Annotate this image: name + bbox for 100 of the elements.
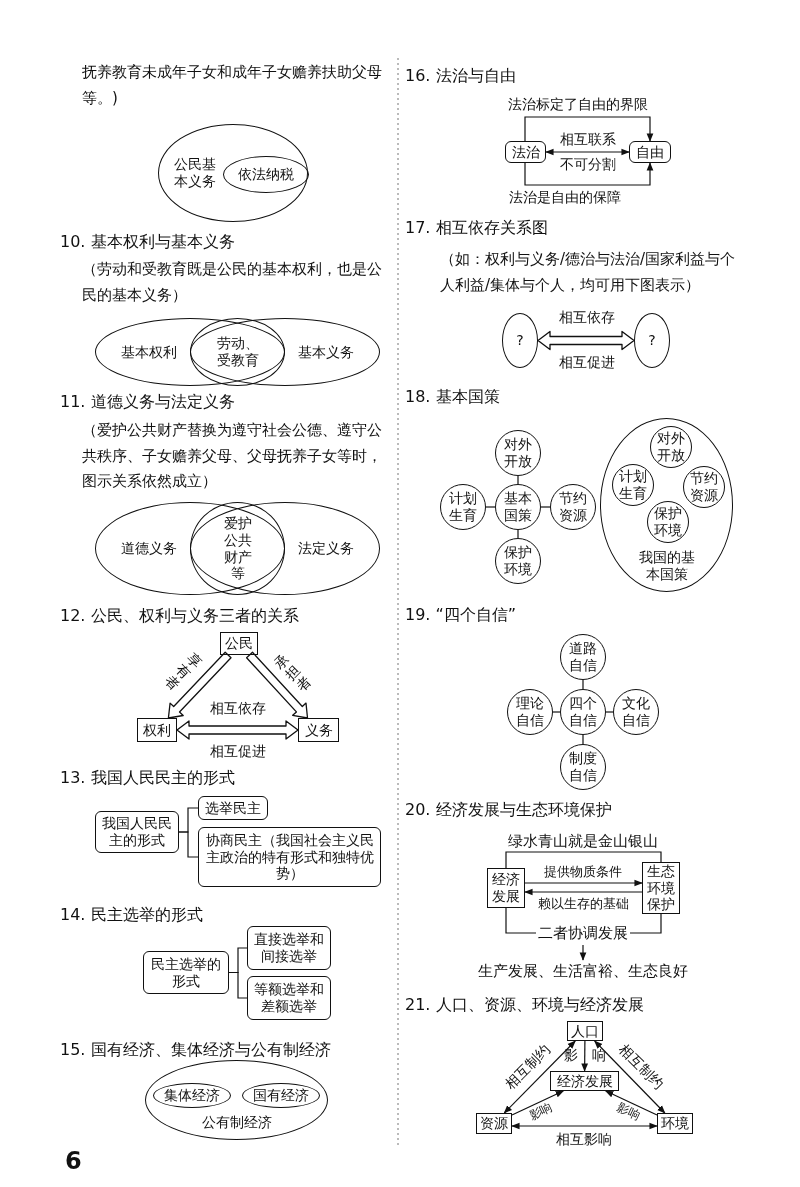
node-text: 协商民主（我国社会主义民主政治的特有形式和独特优势）: [204, 831, 375, 883]
section-heading: 18. 基本国策: [405, 387, 500, 408]
connector-line: [517, 529, 519, 539]
connector-line: [517, 475, 519, 485]
node-text: 道德义务: [121, 540, 177, 557]
node-text: 国有经济: [253, 1087, 309, 1104]
section-heading: 13. 我国人民民主的形式: [60, 768, 235, 789]
concept-box: [95, 811, 179, 853]
arrow: [579, 944, 587, 961]
node-text: 依法纳税: [238, 166, 294, 183]
node-text: ?: [648, 332, 656, 349]
connector-line: [228, 971, 248, 999]
arrow: [524, 888, 643, 896]
concept-box: [247, 976, 331, 1020]
node-text: 四个自信: [568, 695, 598, 729]
arrow: [524, 116, 654, 142]
node-text: 等额选举和差额选举: [253, 981, 325, 1015]
concept-box: [220, 632, 258, 655]
relation-label: 相互促进: [210, 741, 266, 761]
concept-box: [629, 141, 671, 163]
concept-box: [143, 951, 229, 994]
edge-label: 相互联系: [558, 132, 618, 148]
hollow-arrow: [176, 720, 299, 740]
concept-box: [505, 141, 546, 163]
node-text: 制度自信: [568, 750, 598, 784]
node-text: 计划生育: [448, 490, 478, 524]
node-text: 集体经济: [164, 1087, 220, 1104]
node-text: 义务: [304, 721, 333, 739]
node-text: 经济发展: [556, 1072, 613, 1090]
arrow: [594, 1040, 666, 1114]
concept-box: [137, 718, 177, 742]
section-heading: 21. 人口、资源、环境与经济发展: [405, 995, 644, 1016]
arrow: [524, 162, 654, 186]
venn-ellipse: [190, 502, 380, 595]
concept-box: [198, 827, 381, 887]
connector-line: [605, 711, 614, 713]
hollow-arrow: [245, 651, 309, 719]
node-text: 基本国策: [503, 490, 533, 524]
section-heading: 11. 道德义务与法定义务: [60, 392, 235, 413]
node-text: 我国的基本国策: [637, 549, 696, 583]
concept-box: [550, 1071, 619, 1091]
note-text: 抚养教育未成年子女和成年子女赡养扶助父母等。): [82, 62, 383, 109]
node-text: 对外开放: [503, 436, 533, 470]
concept-box: [247, 926, 331, 970]
note-text: （劳动和受教育既是公民的基本权利，也是公民的基本义务）: [82, 259, 383, 306]
relation-label: 不可分割: [560, 154, 616, 174]
edge-label: 绿水青山就是金山银山: [506, 832, 660, 850]
node-text: 节约资源: [558, 490, 588, 524]
node-text: 公民基本义务: [173, 156, 217, 190]
node-text: ?: [516, 332, 524, 349]
node-text: 权利: [143, 721, 171, 739]
node-text: 自由: [636, 143, 664, 161]
section-heading: 17. 相互依存关系图: [405, 218, 548, 239]
arrow: [605, 1090, 658, 1116]
arrow: [511, 1122, 658, 1130]
node-text: 选举民主: [205, 799, 261, 817]
node-text: 法定义务: [298, 540, 354, 557]
node-text: 理论自信: [515, 695, 545, 729]
node-text: 道路自信: [568, 640, 598, 674]
section-heading: 20. 经济发展与生态环境保护: [405, 800, 612, 821]
arrow: [545, 148, 630, 156]
edge-label: 相互影响: [554, 1132, 614, 1148]
section-heading: 19. “四个自信”: [405, 605, 517, 626]
node-text: 民主选举的形式: [150, 955, 222, 990]
relation-label: 相互促进: [559, 352, 615, 372]
node-text: 对外开放: [656, 430, 686, 464]
arrow: [503, 1040, 576, 1114]
concept-box: [298, 718, 339, 742]
node-text: 劳动、受教育: [215, 335, 260, 369]
edge-label: 法治标定了自由的界限: [506, 97, 650, 113]
edge-label: 赖以生存的基础: [535, 896, 631, 912]
connector-line: [485, 506, 496, 508]
note-text: （爱护公共财产替换为遵守社会公德、遵守公共秩序、子女赡养父母、父母抚养子女等时，图示关系依然成立）: [82, 420, 383, 492]
node-text: 爱护公共财产等: [222, 514, 253, 583]
edge-label: 相互依存: [208, 701, 268, 717]
node-text: 我国人民民主的形式: [101, 815, 173, 849]
edge-label: 相互依存: [557, 310, 617, 326]
node-text: 直接选举和间接选举: [253, 931, 325, 965]
node-text: 计划生育: [618, 468, 648, 502]
connector-line: [582, 734, 584, 745]
arrow: [524, 879, 643, 887]
edge-label: 法治是自由的保障: [507, 190, 623, 206]
node-text: 文化自信: [621, 695, 651, 729]
section-heading: 12. 公民、权利与义务三者的关系: [60, 606, 299, 627]
placeholder-ellipse: [634, 313, 670, 368]
node-text: 公有制经济: [201, 1114, 272, 1131]
connector-line: [178, 831, 199, 858]
node-text: 法治: [511, 143, 540, 161]
node-text: 保护环境: [503, 544, 533, 578]
node-text: 生态环境保护: [646, 862, 676, 914]
connector-line: [505, 851, 662, 869]
edge-label: 提供物质条件: [542, 864, 624, 880]
result-text: 生产发展、生活富裕、生态良好: [465, 960, 701, 982]
section-heading: 14. 民主选举的形式: [60, 905, 203, 926]
hollow-arrow: [537, 330, 635, 351]
node-text: 资源: [480, 1115, 508, 1132]
connector-line: [540, 506, 551, 508]
node-text: 保护环境: [653, 505, 683, 539]
node-text: 公民: [225, 635, 253, 652]
concept-box: [198, 796, 268, 820]
